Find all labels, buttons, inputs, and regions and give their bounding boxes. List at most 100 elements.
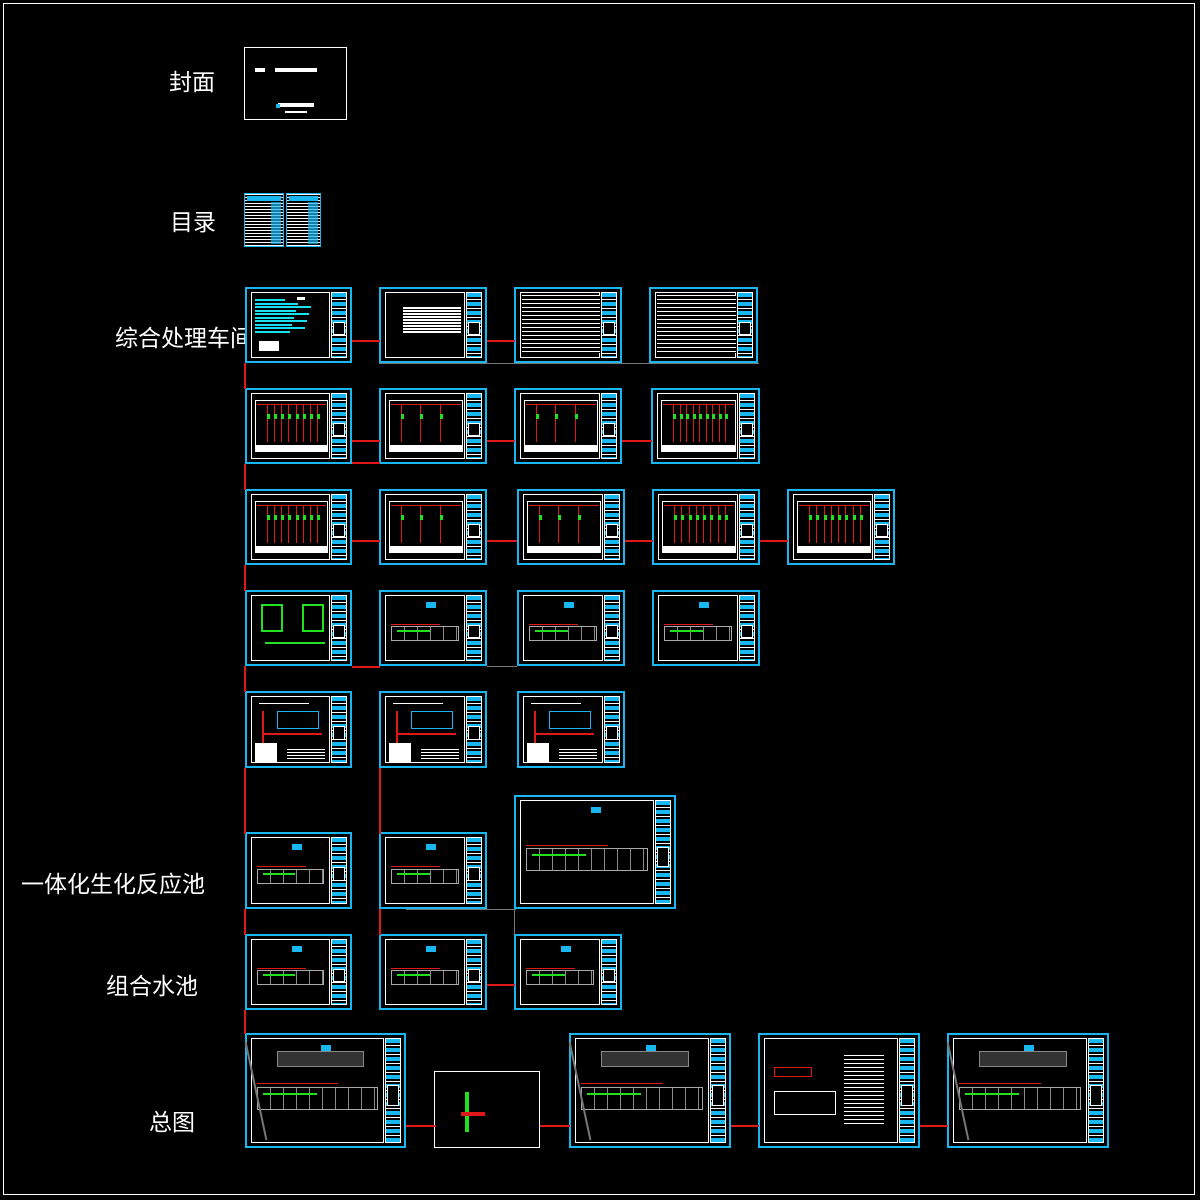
drawing-sheet[interactable] — [434, 1071, 540, 1148]
sheet-connector — [244, 666, 246, 692]
panel-elevation — [302, 604, 324, 632]
sheet-frame — [523, 595, 603, 661]
drawing-sheet[interactable] — [245, 287, 352, 363]
cable-run — [257, 866, 306, 868]
sheet-frame — [251, 837, 330, 904]
drawing-sheet[interactable] — [379, 489, 487, 565]
drawing-sheet[interactable] — [514, 795, 676, 909]
feeder-line — [420, 505, 422, 543]
drawing-sheet[interactable] — [651, 388, 760, 464]
note-title — [297, 297, 305, 300]
canvas-border — [3, 3, 1195, 1195]
drawing-sheet[interactable] — [652, 590, 760, 666]
breaker-symbol — [267, 414, 270, 419]
drawing-sheet[interactable] — [514, 934, 622, 1010]
sheet-connector — [352, 440, 380, 442]
cable-run — [257, 967, 306, 969]
drawing-sheet[interactable] — [568, 1033, 731, 1148]
breaker-symbol — [316, 414, 320, 419]
drawing-sheet[interactable] — [379, 691, 487, 768]
note-line — [255, 320, 307, 322]
drawing-sheet[interactable] — [514, 287, 622, 363]
building-block — [979, 1051, 1067, 1067]
feeder-line — [718, 404, 720, 442]
breaker-symbol — [674, 515, 677, 520]
drawing-sheet[interactable] — [517, 590, 625, 666]
pipe-run — [535, 630, 568, 632]
drawing-sheet[interactable] — [245, 832, 352, 909]
section-marker — [426, 844, 437, 850]
feeder-line — [692, 404, 694, 442]
sheet-connector — [352, 540, 380, 542]
section-marker — [321, 1045, 332, 1051]
breaker-symbol — [536, 414, 539, 419]
drawing-sheet[interactable] — [649, 287, 758, 363]
drawing-sheet[interactable] — [517, 489, 625, 565]
breaker-symbol — [809, 515, 812, 520]
sheet-frame — [385, 595, 465, 661]
plan-outline — [257, 868, 324, 885]
drawing-title — [393, 703, 443, 704]
drawing-sheet[interactable] — [379, 388, 487, 464]
cover-sheet[interactable] — [244, 47, 347, 120]
title-block — [604, 696, 620, 763]
title-block — [739, 494, 755, 560]
breaker-symbol — [695, 515, 699, 520]
drawing-sheet[interactable] — [379, 934, 487, 1010]
riser — [262, 711, 264, 751]
cable-run — [391, 623, 441, 625]
note-line — [255, 299, 285, 301]
sheet-frame — [251, 292, 330, 358]
title-block — [331, 696, 347, 763]
feeder-line — [699, 404, 701, 442]
feeder-line — [267, 505, 268, 543]
sheet-frame — [385, 292, 465, 358]
drawing-sheet[interactable] — [245, 388, 352, 464]
note-line — [255, 323, 292, 326]
feeder-line — [809, 505, 810, 543]
drawing-sheet[interactable] — [787, 489, 895, 565]
feeder-line — [295, 404, 297, 442]
breaker-symbol — [555, 414, 559, 419]
breaker-symbol — [420, 515, 424, 520]
title-block — [601, 292, 617, 358]
breaker-symbol — [830, 515, 834, 520]
drawing-sheet[interactable] — [379, 590, 487, 666]
drawing-sheet[interactable] — [245, 590, 352, 666]
feeder-line — [558, 505, 560, 543]
title-block — [655, 800, 671, 904]
contents-sheet[interactable] — [286, 193, 321, 247]
feeder-line — [712, 404, 714, 442]
breaker-symbol — [679, 414, 683, 419]
drawing-sheet[interactable] — [379, 832, 487, 909]
drawing-sheet[interactable] — [379, 287, 487, 363]
drawing-sheet[interactable] — [245, 934, 352, 1010]
drawing-sheet[interactable] — [244, 1033, 406, 1148]
note-line — [255, 309, 296, 312]
plan-outline — [529, 626, 597, 642]
schematic-legend — [389, 445, 463, 452]
breaker-symbol — [859, 515, 863, 520]
drawing-sheet[interactable] — [245, 691, 352, 768]
sheet-connector — [406, 1125, 436, 1127]
section-marker — [426, 602, 437, 608]
breaker-symbol — [302, 414, 306, 419]
legend-box — [255, 743, 277, 763]
drawing-sheet[interactable] — [946, 1033, 1109, 1148]
schematic-legend — [255, 546, 328, 553]
drawing-sheet[interactable] — [758, 1033, 920, 1148]
breaker-symbol — [309, 515, 313, 520]
drawing-sheet[interactable] — [245, 489, 352, 565]
breaker-symbol — [724, 515, 728, 520]
drawing-sheet[interactable] — [652, 489, 760, 565]
feeder-line — [420, 404, 422, 442]
feeder-line — [316, 404, 318, 442]
feeder-line — [274, 505, 276, 543]
cable-run — [959, 1083, 1041, 1085]
title-block — [385, 1038, 401, 1143]
drawing-sheet[interactable] — [514, 388, 622, 464]
sheet-connector — [352, 666, 380, 668]
contents-sheet[interactable] — [244, 193, 284, 247]
drawing-sheet[interactable] — [517, 691, 625, 768]
